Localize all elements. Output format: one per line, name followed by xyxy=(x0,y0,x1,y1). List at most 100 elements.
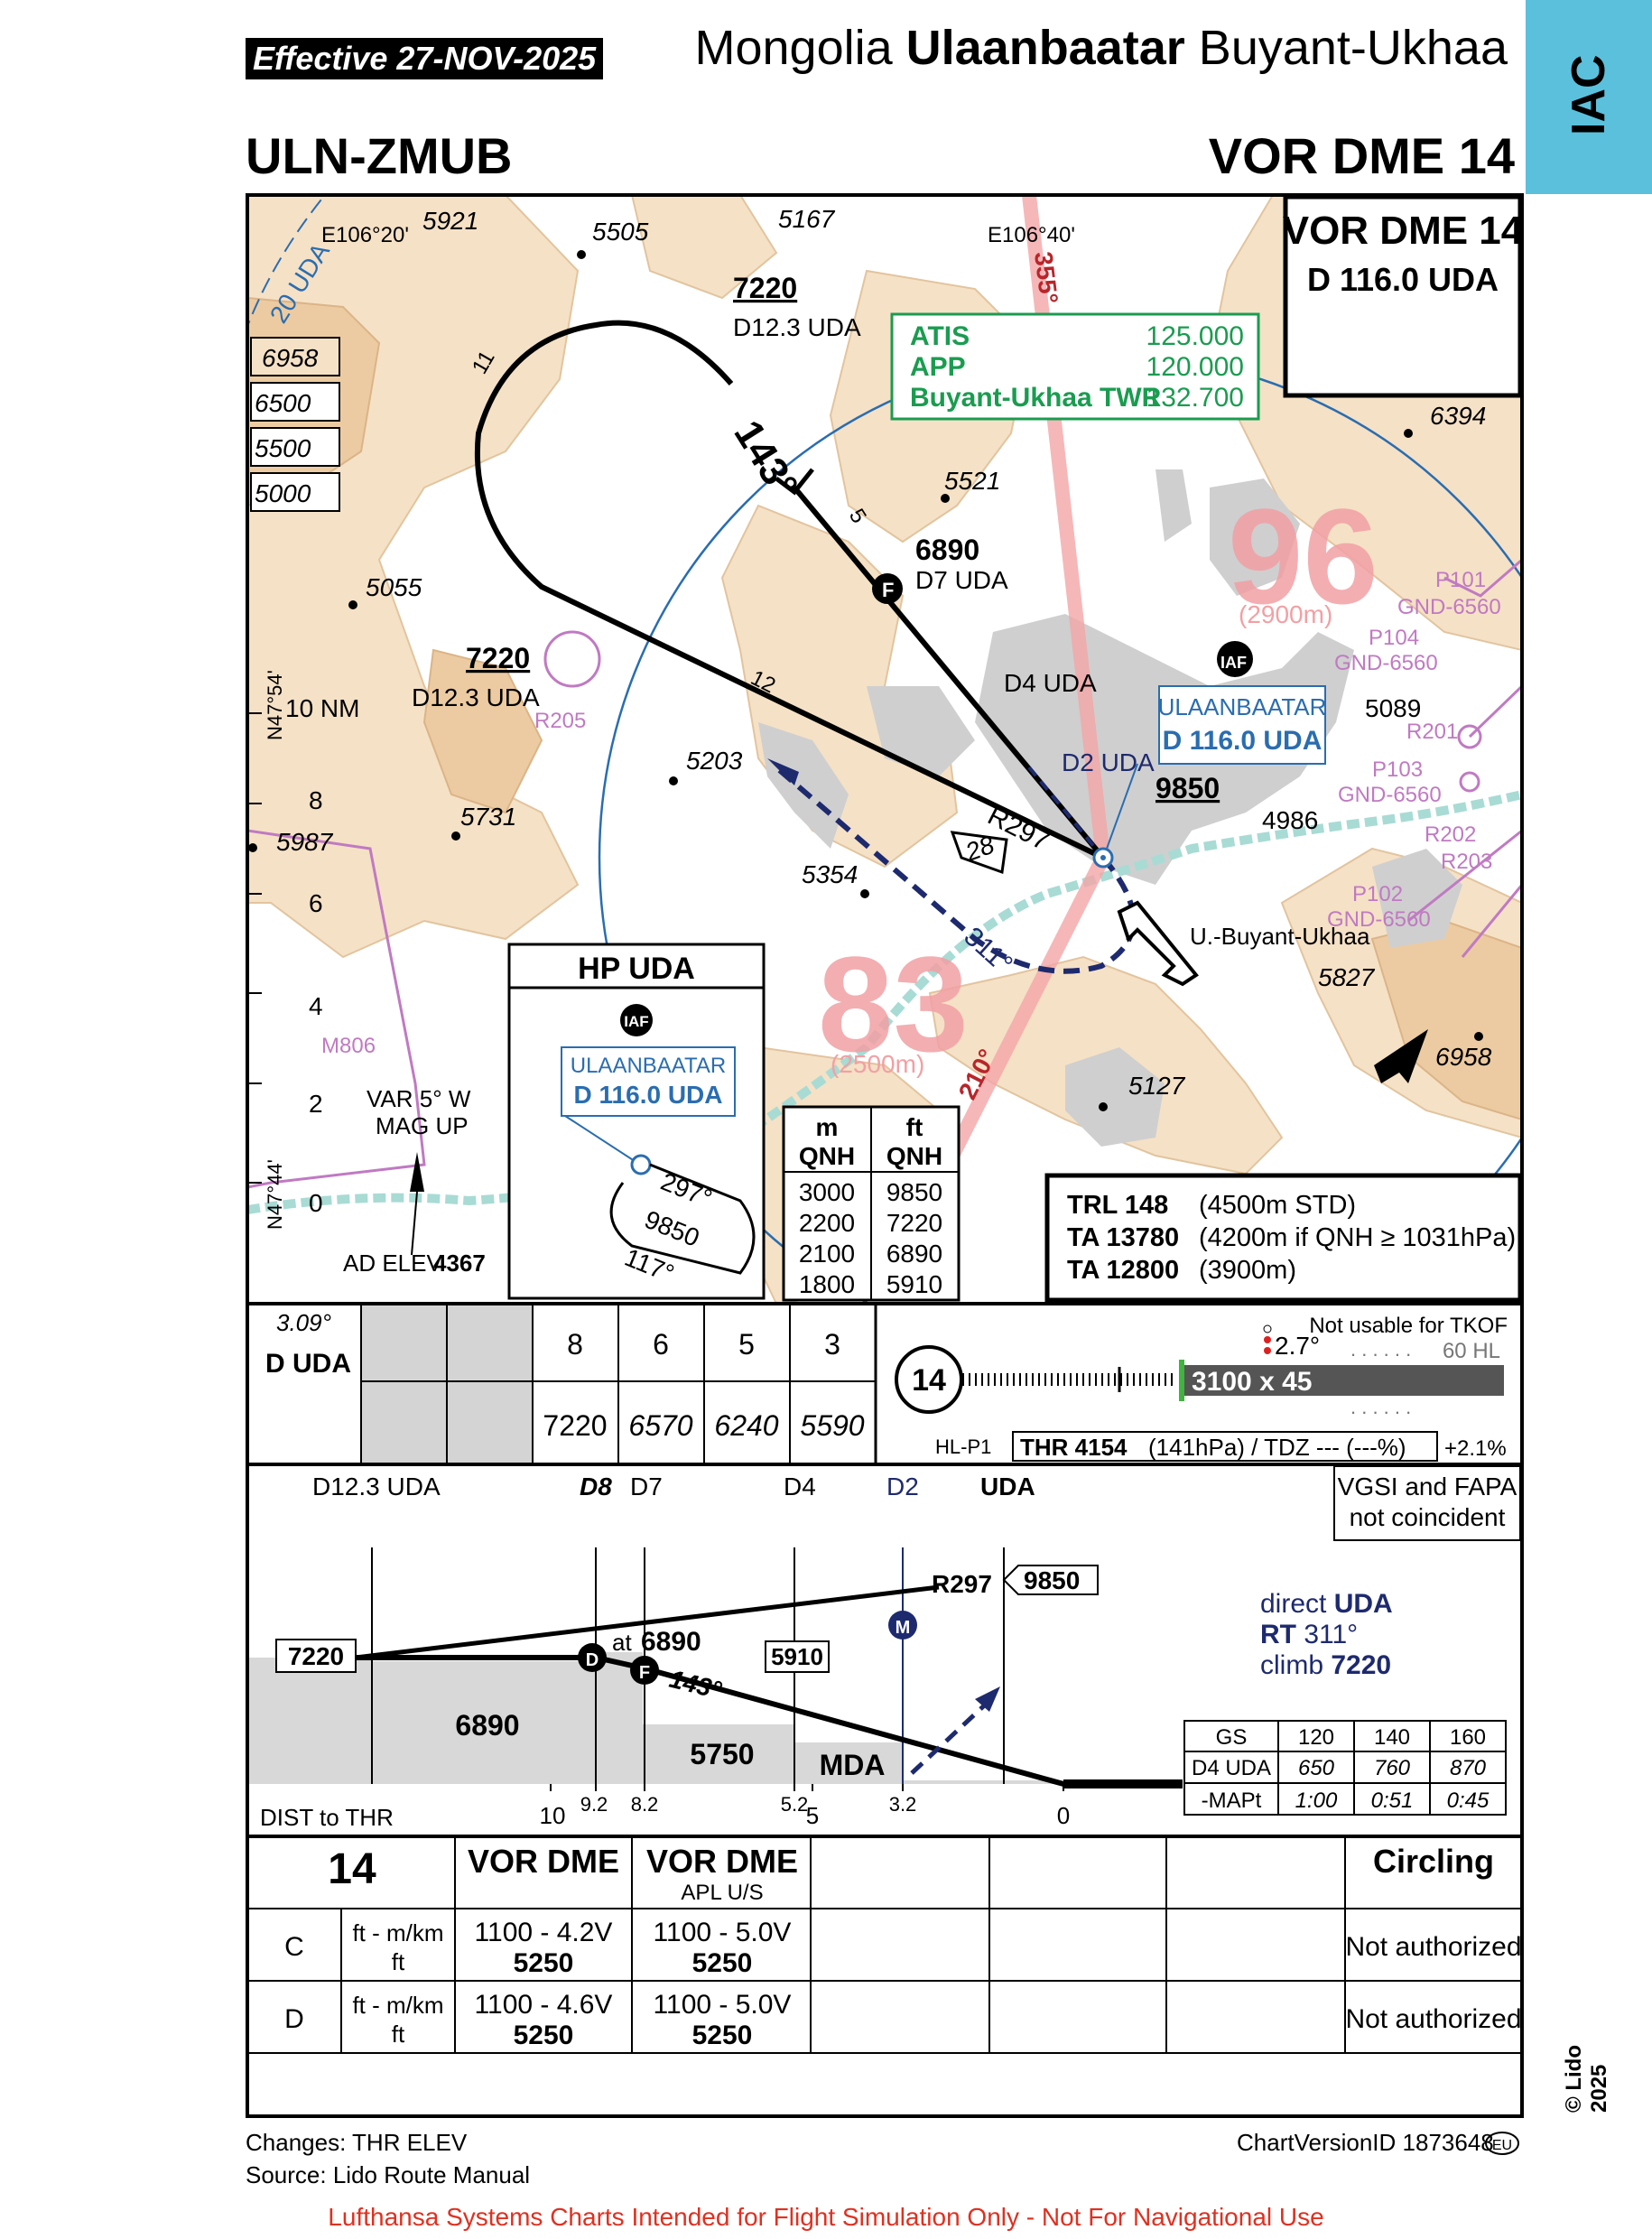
dist-tick: 9.2 xyxy=(580,1793,608,1816)
footer-source: Source: Lido Route Manual xyxy=(246,2161,530,2188)
p104-gnd: GND-6560 xyxy=(1334,651,1438,675)
fix-7220-left: 7220 xyxy=(466,642,530,674)
dist-tick: 10 xyxy=(540,1802,566,1829)
ad-elev-label: AD ELEV xyxy=(343,1250,442,1277)
hp-iaf: IAF xyxy=(624,1013,648,1030)
qnh-cell: 3000 xyxy=(799,1178,855,1206)
dme-alt: 7220 xyxy=(543,1409,607,1442)
profile-alt-5750: 5750 xyxy=(690,1738,754,1770)
qnh-cell: 5910 xyxy=(886,1270,942,1298)
gs-cell: 140 xyxy=(1374,1725,1410,1750)
gs-cell: 760 xyxy=(1374,1756,1411,1780)
runway-dims: 3100 x 45 xyxy=(1192,1367,1312,1397)
d4-uda-label: D4 UDA xyxy=(1004,669,1097,697)
svg-text:RT 311°: RT 311° xyxy=(1260,1620,1358,1649)
fix-f-symbol xyxy=(872,573,903,604)
minima-unit: ft - m/km xyxy=(352,1919,443,1946)
dist-tick: 0 xyxy=(1057,1802,1070,1829)
dist-tick: 5 xyxy=(806,1802,819,1829)
runway-strip xyxy=(1184,1365,1504,1396)
spot-elev: 6958 xyxy=(1435,1043,1492,1071)
minima-value: 1100 - 4.6V xyxy=(475,1990,613,2020)
p102-label: P102 xyxy=(1352,882,1403,906)
msa-legend-item: 5500 xyxy=(255,434,311,462)
minima-rwy: 14 xyxy=(328,1845,376,1893)
comm-name: Buyant-Ukhaa TWR xyxy=(910,383,1162,413)
iaf-symbol xyxy=(1217,641,1253,677)
dme-arc-20 xyxy=(247,195,326,330)
runway-symbol xyxy=(1117,900,1199,987)
r203-label: R203 xyxy=(1441,850,1492,874)
missed-text: 7220 xyxy=(1331,1650,1391,1680)
minima-cat: C xyxy=(284,1932,304,1962)
spot-elev: 5354 xyxy=(802,860,858,888)
airport-label: U.-Buyant-Ukhaa xyxy=(1190,923,1370,950)
comm-freq: 132.700 xyxy=(1146,383,1244,413)
minima-col: VOR DME xyxy=(468,1843,619,1880)
missed-arrow xyxy=(767,758,799,785)
profile-at-6890: 6890 xyxy=(641,1627,701,1657)
dme-alt: 6240 xyxy=(714,1409,778,1442)
mora-83: 83 xyxy=(818,928,969,1080)
svg-text:climb 7220: climb 7220 xyxy=(1260,1650,1391,1680)
box-freq: D 116.0 UDA xyxy=(1307,261,1499,298)
spot-elev: 5731 xyxy=(460,803,516,831)
runway-slope: +2.1% xyxy=(1444,1436,1507,1461)
scale-label: 4 xyxy=(309,992,323,1020)
dme-dist: 8 xyxy=(567,1328,583,1361)
dme-dist: 5 xyxy=(738,1328,755,1361)
r201-label: R201 xyxy=(1406,720,1458,744)
minima-unit: ft xyxy=(392,1948,405,1975)
svg-text:F: F xyxy=(882,579,894,601)
comm-name: ATIS xyxy=(910,321,970,351)
qnh-sub: QNH xyxy=(799,1142,855,1170)
dist-label: DIST to THR xyxy=(260,1804,394,1831)
thr-rest: (141hPa) / TDZ --- (---%) xyxy=(1148,1434,1406,1461)
footer-version: ChartVersionID 1873648 xyxy=(1237,2129,1494,2156)
mora-83-m: (2500m) xyxy=(831,1050,924,1078)
iac-tab[interactable]: IAC xyxy=(1526,0,1652,194)
radial-355 xyxy=(1022,195,1110,859)
svg-text:not coincident: not coincident xyxy=(1350,1503,1506,1531)
spot-elev: 5827 xyxy=(1318,963,1376,991)
profile-fix: D4 xyxy=(784,1473,816,1500)
hp-title: HP UDA xyxy=(578,952,695,986)
minima-value: 5250 xyxy=(514,2021,574,2050)
dme-slope: 3.09° xyxy=(276,1309,331,1336)
marker-d: D xyxy=(586,1650,599,1670)
runway-hl: 60 HL xyxy=(1443,1339,1500,1363)
dme-dist: 6 xyxy=(653,1328,669,1361)
city: Ulaanbaatar xyxy=(905,21,1185,75)
scale-label: 10 NM xyxy=(285,694,359,722)
lat-top: N47°54' xyxy=(264,670,286,740)
dme-label: D UDA xyxy=(265,1349,351,1379)
fix-6890-dme: D7 UDA xyxy=(915,566,1008,594)
alt-9850: 9850 xyxy=(1155,772,1220,804)
ad-elev: 4367 xyxy=(433,1250,486,1277)
missed-text: 311° xyxy=(1304,1620,1358,1649)
mag-up: MAG UP xyxy=(376,1112,469,1139)
profile-alt-5910: 5910 xyxy=(771,1643,823,1670)
p101-label: P101 xyxy=(1435,568,1486,592)
gs-cell: 1:00 xyxy=(1295,1788,1338,1813)
fix-6890: 6890 xyxy=(915,534,979,566)
spot-elev: 5505 xyxy=(592,218,649,246)
svg-text:direct UDA: direct UDA xyxy=(1260,1589,1393,1619)
spot-elev: 5521 xyxy=(944,467,1000,495)
p103-label: P103 xyxy=(1372,757,1423,782)
country: Mongolia xyxy=(694,21,893,75)
minima-circ: Not authorized xyxy=(1345,1932,1521,1962)
minima-cat: D xyxy=(284,2004,304,2034)
disclaimer: Lufthansa Systems Charts Intended for Fl… xyxy=(328,2203,1324,2231)
footer-eu: EU xyxy=(1492,2138,1512,2153)
p101-gnd: GND-6560 xyxy=(1397,595,1501,619)
trl-box xyxy=(1044,1173,1523,1303)
missed-text: RT xyxy=(1260,1620,1304,1649)
svg-text:. . . . . .: . . . . . . xyxy=(1350,1338,1411,1361)
dist-tick: 3.2 xyxy=(889,1793,917,1816)
profile-at-label: at xyxy=(612,1629,632,1656)
dme-dist: 3 xyxy=(824,1328,840,1361)
gs-cell: 870 xyxy=(1450,1756,1487,1780)
dme-alt: 6570 xyxy=(628,1409,692,1442)
minima-value: 1100 - 5.0V xyxy=(654,1990,792,2020)
